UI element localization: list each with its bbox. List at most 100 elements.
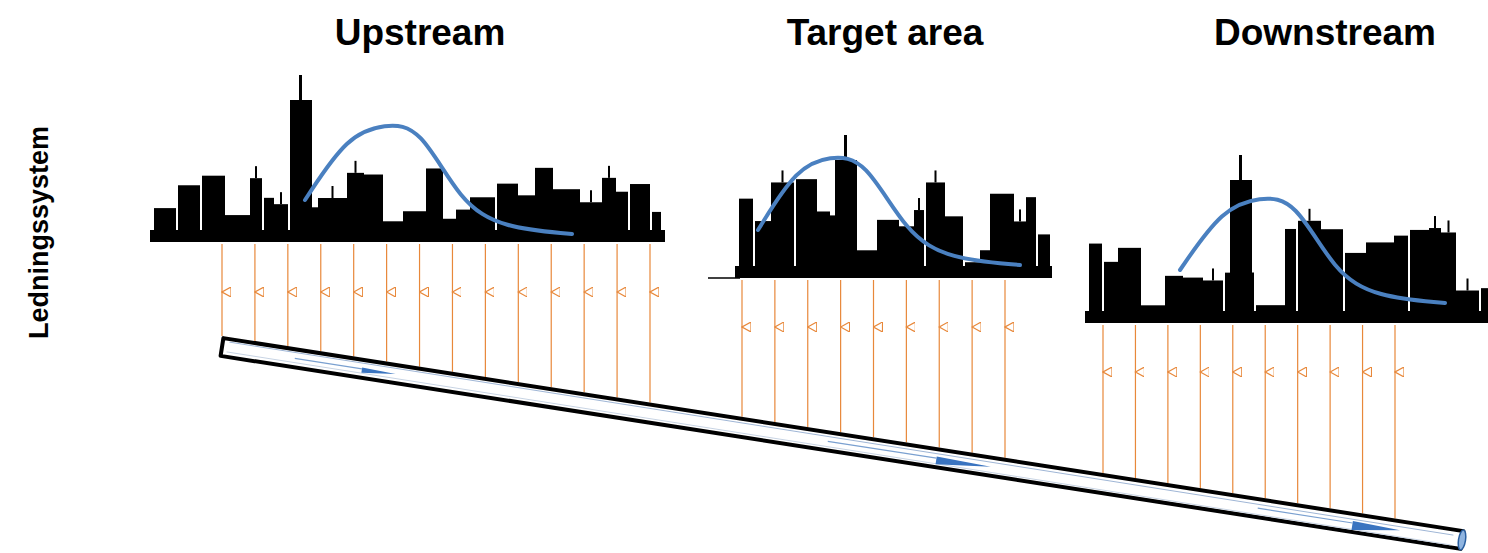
drainage-line	[1135, 372, 1136, 478]
building	[1410, 230, 1429, 323]
building	[630, 184, 650, 242]
drainage-line	[1167, 372, 1168, 483]
drainage-arrow	[386, 244, 387, 292]
drainage-line	[1362, 372, 1363, 513]
antenna	[332, 186, 334, 198]
drainage-arrow	[1200, 325, 1201, 372]
flow-line	[1258, 508, 1353, 523]
building	[739, 199, 753, 278]
antenna	[1309, 209, 1311, 221]
drainage-arrow	[287, 244, 288, 292]
building	[250, 178, 262, 242]
drainage-line	[1004, 327, 1005, 458]
flow-arrow	[936, 456, 991, 466]
drainage-line	[873, 327, 874, 437]
pipe-inner-line	[227, 352, 1451, 545]
flow-arrow	[1351, 521, 1400, 530]
building	[264, 198, 274, 242]
pipe	[221, 338, 1467, 550]
building	[497, 184, 518, 242]
hydrograph-curve	[758, 158, 1020, 265]
drainage-arrow	[873, 280, 874, 327]
drainage-arrow	[741, 280, 742, 327]
building	[980, 250, 990, 278]
building	[854, 250, 877, 278]
flow-arrow	[361, 368, 395, 374]
building	[154, 208, 176, 242]
building	[426, 168, 443, 242]
hydrographs	[305, 126, 1445, 303]
drainage-line	[452, 292, 453, 372]
building	[383, 221, 403, 242]
antenna	[918, 198, 920, 210]
antenna	[782, 170, 784, 182]
antenna	[355, 161, 357, 173]
drainage-arrow	[1135, 325, 1136, 372]
drainage-arrow	[1297, 325, 1298, 372]
hydrograph-curve	[1180, 199, 1445, 303]
drainage-arrow	[1004, 280, 1005, 327]
building	[1089, 244, 1102, 323]
antenna	[280, 192, 282, 204]
building	[1014, 221, 1026, 278]
building	[1394, 236, 1408, 323]
building	[1321, 229, 1343, 323]
drainage-line	[774, 327, 775, 422]
drainage-arrow	[254, 244, 255, 292]
antenna	[1434, 216, 1436, 228]
drainage-line	[1200, 372, 1201, 488]
drainage-arrow	[649, 244, 650, 292]
drainage-arrow	[551, 244, 552, 292]
antenna	[1212, 268, 1214, 280]
drainage-arrow	[1362, 325, 1363, 372]
building	[1118, 248, 1141, 323]
drainage-line	[939, 327, 940, 448]
side-label: Ledningssystem	[27, 125, 54, 338]
drainage-arrow	[972, 280, 973, 327]
building	[1456, 291, 1479, 323]
drainage-line	[1265, 372, 1266, 498]
building	[914, 210, 924, 278]
drainage-arrow	[1167, 325, 1168, 372]
building	[1141, 305, 1165, 323]
antenna	[1448, 220, 1450, 232]
drainage-arrow	[1102, 325, 1103, 372]
drainage-arrow	[353, 244, 354, 292]
tower-spire	[299, 75, 302, 105]
drainage-line	[840, 327, 841, 432]
building	[580, 202, 602, 242]
antenna	[255, 166, 257, 178]
city-skyline	[150, 75, 665, 242]
drainage-arrow	[1330, 325, 1331, 372]
building	[616, 192, 628, 242]
drainage-line	[254, 292, 255, 341]
building	[1256, 305, 1285, 323]
drainage-line	[1394, 372, 1395, 518]
drainage-line	[386, 292, 387, 362]
building	[318, 198, 347, 242]
skylines	[150, 75, 1488, 323]
building	[965, 262, 980, 278]
building	[1366, 242, 1394, 323]
antenna	[608, 166, 610, 178]
building	[771, 182, 794, 278]
building	[817, 211, 830, 278]
building	[364, 175, 383, 242]
pipe-inner-line	[229, 342, 1453, 535]
tower-spire	[1239, 155, 1242, 185]
drainage-line	[287, 292, 288, 346]
building	[202, 176, 225, 242]
antenna	[590, 190, 592, 202]
drainage-arrow	[774, 280, 775, 327]
building	[403, 211, 426, 242]
building	[877, 220, 899, 278]
drainage-arrow	[1232, 325, 1233, 372]
building	[1104, 262, 1118, 323]
building	[796, 179, 817, 278]
drainage-line	[1297, 372, 1298, 503]
drainage-line	[741, 327, 742, 417]
section-heading: Target area	[787, 14, 984, 51]
city-skyline	[1085, 155, 1488, 323]
pipe-end	[1457, 530, 1467, 551]
